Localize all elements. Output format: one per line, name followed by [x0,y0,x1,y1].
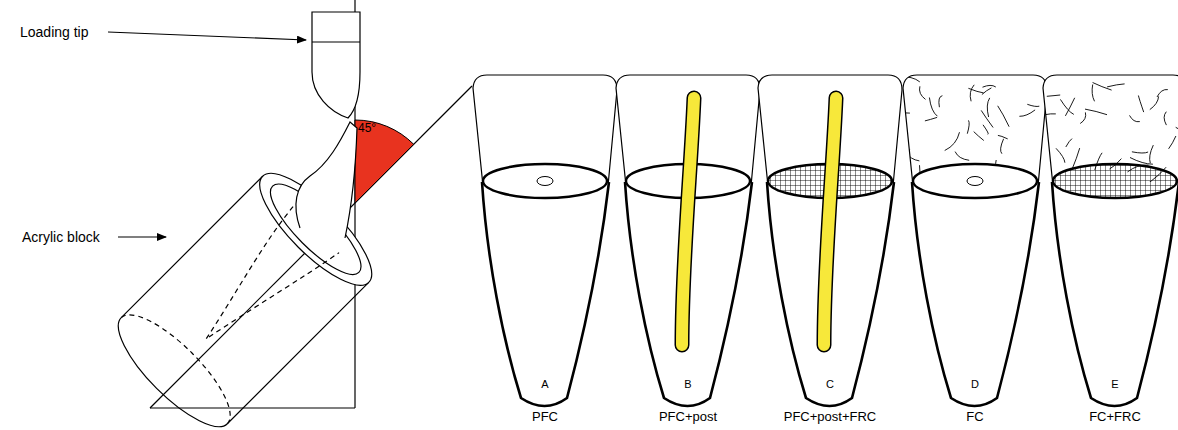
fibre-post [824,98,836,345]
tooth-specimen [758,75,902,406]
base-line [150,407,355,408]
group-caption: PFC+post+FRC [784,410,876,425]
group-caption: PFC+post [659,410,717,425]
post-outline [824,98,836,345]
specimen-letter: E [1111,378,1118,391]
group-caption: FC [966,410,983,425]
fibre-post [682,98,694,345]
tooth-crown [296,122,357,238]
specimen-letter: D [971,378,979,391]
loading-tip-edge [312,41,360,42]
root-outline [1052,182,1178,406]
root-outline [482,182,609,406]
cervical-section [483,164,607,198]
cervical-section [1053,164,1177,198]
group-caption: FC+FRC [1089,410,1141,425]
tooth-specimen [473,75,617,406]
specimen-letter: C [826,378,834,391]
part-label: Acrylic block [22,229,100,245]
part-label: Loading tip [20,24,89,40]
canal-opening [537,177,553,186]
post-outline [682,98,694,345]
root-outline [912,182,1039,406]
angle-label: 45° [358,122,376,136]
leader-line [118,236,166,237]
specimen-letter: A [541,378,548,391]
tooth-specimen [616,75,760,406]
specimen-letter: B [684,378,691,391]
group-caption: PFC [532,410,558,425]
cervical-section [913,164,1037,198]
angle-wedge [355,120,414,203]
tooth-specimen [891,75,1047,406]
loading-tip [312,12,360,118]
tooth-specimen [1033,75,1178,406]
leader-line [108,32,306,40]
canal-opening [967,177,983,186]
